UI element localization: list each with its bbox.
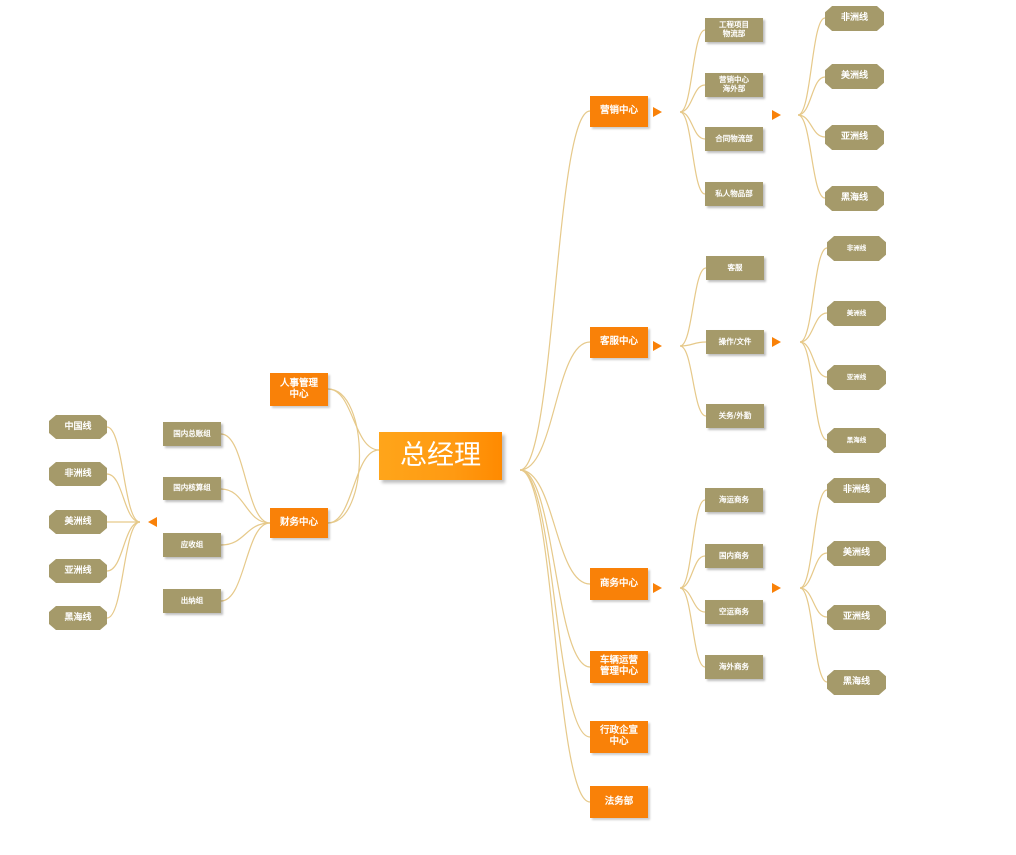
center-to-sub-line xyxy=(679,555,706,589)
center-to-sub-line xyxy=(679,111,706,195)
route-line-node: 中国线 xyxy=(49,415,107,439)
route-line-node: 亚洲线 xyxy=(49,559,107,583)
sub-to-line-connector xyxy=(799,587,828,618)
route-line-node: 黑海线 xyxy=(827,670,886,695)
sub-to-line-connector xyxy=(797,114,826,138)
route-line-node: 非洲线 xyxy=(49,462,107,486)
group-to-line-connector xyxy=(106,426,141,523)
center-to-sub-line xyxy=(679,29,706,113)
arrow-icon xyxy=(772,337,781,347)
root-to-center-line xyxy=(519,341,591,471)
route-line-node: 黑海线 xyxy=(825,186,884,211)
center-link-line xyxy=(327,388,360,524)
sub-to-line-connector xyxy=(799,552,828,589)
root-to-center-line xyxy=(519,110,591,471)
arrow-icon xyxy=(653,341,662,351)
service-center-node: 客服中心 xyxy=(590,327,648,358)
hr-center-node: 人事管理 中心 xyxy=(270,373,328,406)
route-line-node: 非洲线 xyxy=(827,478,886,503)
legal-dept-node: 法务部 xyxy=(590,786,648,818)
group-to-line-connector xyxy=(106,473,141,523)
business-sub-node: 空运商务 xyxy=(705,600,763,624)
sub-to-line-connector xyxy=(799,489,828,589)
route-line-node: 美洲线 xyxy=(49,510,107,534)
vehicle-center-node: 车辆运营 管理中心 xyxy=(590,651,648,683)
group-to-line-connector xyxy=(106,521,141,619)
arrow-icon xyxy=(148,517,157,527)
arrow-icon xyxy=(653,107,662,117)
service-sub-node: 关务/外勤 xyxy=(706,404,764,428)
root-node-general-manager: 总经理 xyxy=(379,432,502,480)
service-sub-node: 客服 xyxy=(706,256,764,280)
business-sub-node: 海外商务 xyxy=(705,655,763,679)
arrow-icon xyxy=(772,110,781,120)
root-to-center-line xyxy=(519,469,591,738)
finance-group-node: 国内核算组 xyxy=(163,477,221,500)
admin-center-node: 行政企宣 中心 xyxy=(590,721,648,753)
root-to-center-line xyxy=(519,469,591,585)
marketing-center-node: 营销中心 xyxy=(590,96,648,127)
finance-to-group-line xyxy=(220,522,271,546)
sub-to-line-connector xyxy=(797,17,826,116)
route-line-node: 美洲线 xyxy=(827,541,886,566)
sub-to-line-connector xyxy=(799,247,828,343)
route-line-node: 非洲线 xyxy=(827,236,886,261)
service-sub-node: 操作/文件 xyxy=(706,330,764,354)
marketing-sub-node: 私人物品部 xyxy=(705,182,763,206)
route-line-node: 黑海线 xyxy=(49,606,107,630)
center-to-sub-line xyxy=(679,587,706,668)
root-to-center-line xyxy=(327,449,380,524)
sub-to-line-connector xyxy=(799,341,828,441)
finance-center-node: 财务中心 xyxy=(270,508,328,538)
root-to-center-line xyxy=(519,469,591,803)
root-to-center-line xyxy=(327,388,380,451)
finance-group-node: 国内总账组 xyxy=(163,422,221,446)
route-line-node: 美洲线 xyxy=(827,301,886,326)
finance-group-node: 出纳组 xyxy=(163,589,221,613)
sub-to-line-connector xyxy=(799,341,828,378)
sub-to-line-connector xyxy=(799,312,828,343)
center-to-sub-line xyxy=(679,84,706,113)
route-line-node: 亚洲线 xyxy=(827,365,886,390)
center-to-sub-line xyxy=(679,111,706,140)
root-to-center-line xyxy=(519,469,591,668)
marketing-sub-node: 工程项目 物流部 xyxy=(705,18,763,42)
center-to-sub-line xyxy=(679,499,706,589)
marketing-sub-node: 合同物流部 xyxy=(705,127,763,151)
route-line-node: 亚洲线 xyxy=(827,605,886,630)
business-sub-node: 国内商务 xyxy=(705,544,763,568)
route-line-node: 黑海线 xyxy=(827,428,886,453)
business-sub-node: 海运商务 xyxy=(705,488,763,512)
business-center-node: 商务中心 xyxy=(590,568,648,600)
sub-to-line-connector xyxy=(797,76,826,116)
center-to-sub-line xyxy=(679,341,707,347)
route-line-node: 美洲线 xyxy=(825,64,884,89)
arrow-icon xyxy=(772,583,781,593)
route-line-node: 亚洲线 xyxy=(825,125,884,150)
route-line-node: 非洲线 xyxy=(825,6,884,31)
finance-to-group-line xyxy=(220,522,271,602)
group-to-line-connector xyxy=(106,521,141,572)
arrow-icon xyxy=(653,583,662,593)
sub-to-line-connector xyxy=(799,587,828,683)
sub-to-line-connector xyxy=(797,114,826,199)
center-to-sub-line xyxy=(679,267,707,347)
finance-to-group-line xyxy=(220,488,271,524)
finance-group-node: 应收组 xyxy=(163,533,221,557)
center-to-sub-line xyxy=(679,345,707,417)
marketing-sub-node: 营销中心 海外部 xyxy=(705,73,763,97)
finance-to-group-line xyxy=(220,433,271,524)
